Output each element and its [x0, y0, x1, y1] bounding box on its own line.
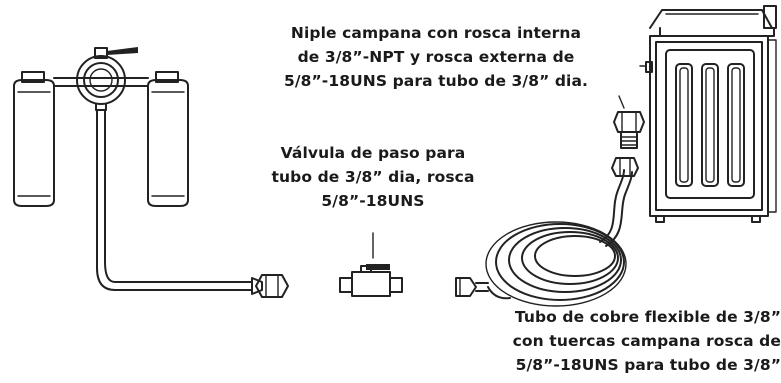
- valve-label-line-3: 5/8”-18UNS: [321, 192, 425, 210]
- nipple-label-line-2: de 3/8”-NPT y rosca externa de: [297, 48, 575, 66]
- gas-range: [639, 5, 777, 223]
- valve-label-line-2: tubo de 3/8” dia, rosca: [271, 168, 475, 186]
- flare-nipple: [613, 95, 645, 149]
- valve-label-line-1: Válvula de paso para: [280, 144, 466, 162]
- flexible-copper-tube: [455, 157, 639, 307]
- valve-label: Válvula de paso para tubo de 3/8” dia, r…: [240, 141, 506, 213]
- nipple-label-line-3: 5/8”-18UNS para tubo de 3/8” dia.: [283, 72, 589, 90]
- nipple-label: Niple campana con rosca interna de 3/8”-…: [260, 21, 612, 93]
- tube-label-line-2: con tuercas campana rosca de: [512, 332, 781, 350]
- gas-cylinders-regulator: [13, 47, 289, 298]
- shutoff-valve: [339, 232, 403, 297]
- tube-label: Tubo de cobre flexible de 3/8” con tuerc…: [470, 305, 781, 377]
- tube-label-line-1: Tubo de cobre flexible de 3/8”: [514, 308, 781, 326]
- tube-label-line-3: 5/8”-18UNS para tubo de 3/8”: [515, 356, 781, 374]
- nipple-label-line-1: Niple campana con rosca interna: [290, 24, 582, 42]
